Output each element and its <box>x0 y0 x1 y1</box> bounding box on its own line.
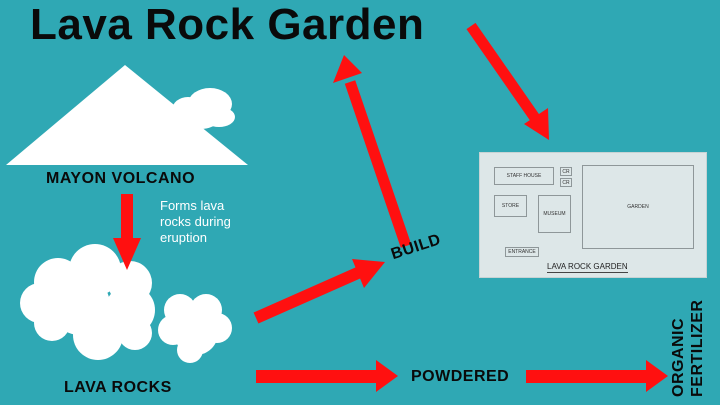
fertilizer-label: ORGANIC FERTILIZER <box>670 299 706 397</box>
lava-rock-big <box>20 244 155 360</box>
cr-room: CR <box>560 178 572 187</box>
arrow-volcano-to-rocks <box>113 194 141 270</box>
volcano-label: MAYON VOLCANO <box>46 170 196 187</box>
cr-room: CR <box>560 167 572 176</box>
arrow-title-to-plan <box>466 22 549 140</box>
garden-area: GARDEN <box>582 165 694 249</box>
lava-rock-small <box>158 294 232 363</box>
museum-room: MUSEUM <box>538 195 571 233</box>
site-plan-image: STAFF HOUSE CR CR STORE MUSEUM GARDEN EN… <box>479 152 707 278</box>
page-title: Lava Rock Garden <box>30 0 425 49</box>
arrow-build-to-title <box>333 55 412 248</box>
entrance-area: ENTRANCE <box>505 247 539 257</box>
staff-house-room: STAFF HOUSE <box>494 167 554 185</box>
arrow-powdered-to-fertilizer <box>526 360 668 392</box>
store-room: STORE <box>494 195 527 217</box>
lava-rocks-label: LAVA ROCKS <box>64 379 172 396</box>
powdered-label: POWDERED <box>411 368 510 385</box>
arrow-rocks-to-build <box>253 259 385 324</box>
arrow-rocks-to-powdered <box>256 360 398 392</box>
eruption-note: Forms lava rocks during eruption <box>160 198 231 245</box>
site-plan-caption: LAVA ROCK GARDEN <box>547 262 628 273</box>
smoke-cloud <box>172 88 235 129</box>
volcano-shape <box>6 65 248 165</box>
